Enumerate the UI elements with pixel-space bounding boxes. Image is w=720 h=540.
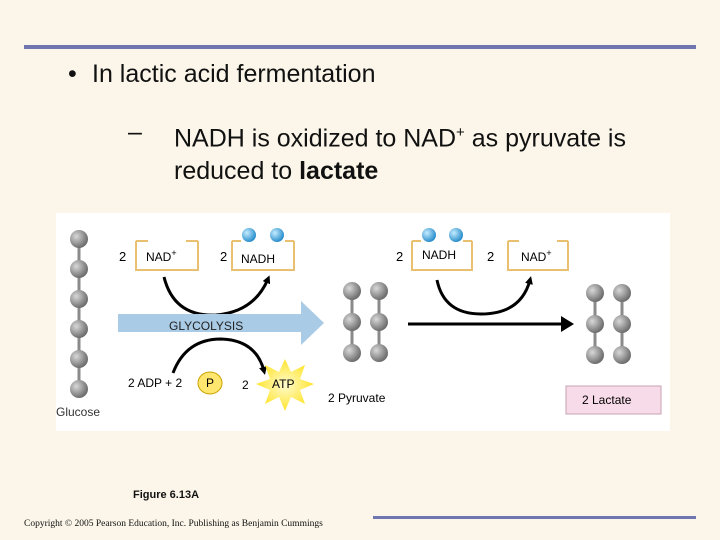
atp-synthesis-arrow xyxy=(171,337,267,375)
figure-label: Figure 6.13A xyxy=(133,489,200,501)
fermentation-diagram: Glucose 2 NAD+ 2 NADH GLYCOLYSIS 2 ADP +… xyxy=(56,213,670,431)
nadh-box xyxy=(231,228,295,271)
glycolysis-label: GLYCOLYSIS xyxy=(169,319,243,333)
nad-box xyxy=(135,240,199,271)
sub-text-part2: as pyruvate is xyxy=(464,124,626,153)
title-rule xyxy=(24,45,696,49)
nad-reduction-arrow xyxy=(162,275,271,317)
glucose-molecule xyxy=(70,230,88,398)
nadh2-label: NADH xyxy=(422,248,456,262)
glycolysis-arrow xyxy=(118,301,324,345)
nadh2-box xyxy=(411,228,473,271)
nadh-coefficient: 2 xyxy=(220,249,227,264)
sub-text-part3: reduced to xyxy=(174,157,300,186)
atp-label: ATP xyxy=(272,377,294,391)
phosphate-icon xyxy=(197,371,223,395)
atp-star-icon xyxy=(256,359,314,411)
glucose-label: Glucose xyxy=(56,405,100,419)
nad2-box xyxy=(507,240,569,271)
pyruvate-molecules xyxy=(343,282,388,362)
nad2-coefficient: 2 xyxy=(487,249,494,264)
bullet-point: • In lactic acid fermentation xyxy=(68,60,375,89)
bullet-dot: • xyxy=(68,60,77,88)
adp-label: 2 ADP + 2 xyxy=(128,376,182,390)
phosphate-label: P xyxy=(206,376,214,390)
nadh-oxidation-arrow xyxy=(435,276,533,316)
lactate-keyword: lactate xyxy=(299,157,379,186)
lactate-molecules xyxy=(586,284,631,364)
nad-coefficient: 2 xyxy=(119,249,126,264)
nadh-label: NADH xyxy=(241,252,275,266)
sub-text-part1: NADH is oxidized to NAD xyxy=(174,124,457,153)
sub-superscript: + xyxy=(456,124,465,141)
nad-label: NAD+ xyxy=(146,248,177,264)
bullet-text: In lactic acid fermentation xyxy=(92,60,376,88)
pyruvate-label: 2 Pyruvate xyxy=(328,391,386,405)
lactate-box xyxy=(565,385,662,415)
footer-rule xyxy=(373,516,696,519)
lactate-label: 2 Lactate xyxy=(582,393,632,407)
sub-dash: – xyxy=(128,118,142,146)
sub-text: NADH is oxidized to NAD+ as pyruvate is … xyxy=(174,116,626,188)
nad2-label: NAD+ xyxy=(521,248,552,264)
atp-coefficient: 2 xyxy=(242,378,249,392)
nadh2-coefficient: 2 xyxy=(396,249,403,264)
sub-point: – NADH is oxidized to NAD+ as pyruvate i… xyxy=(128,116,626,188)
copyright-notice: Copyright © 2005 Pearson Education, Inc.… xyxy=(24,519,323,529)
reduction-arrowhead xyxy=(561,316,574,332)
